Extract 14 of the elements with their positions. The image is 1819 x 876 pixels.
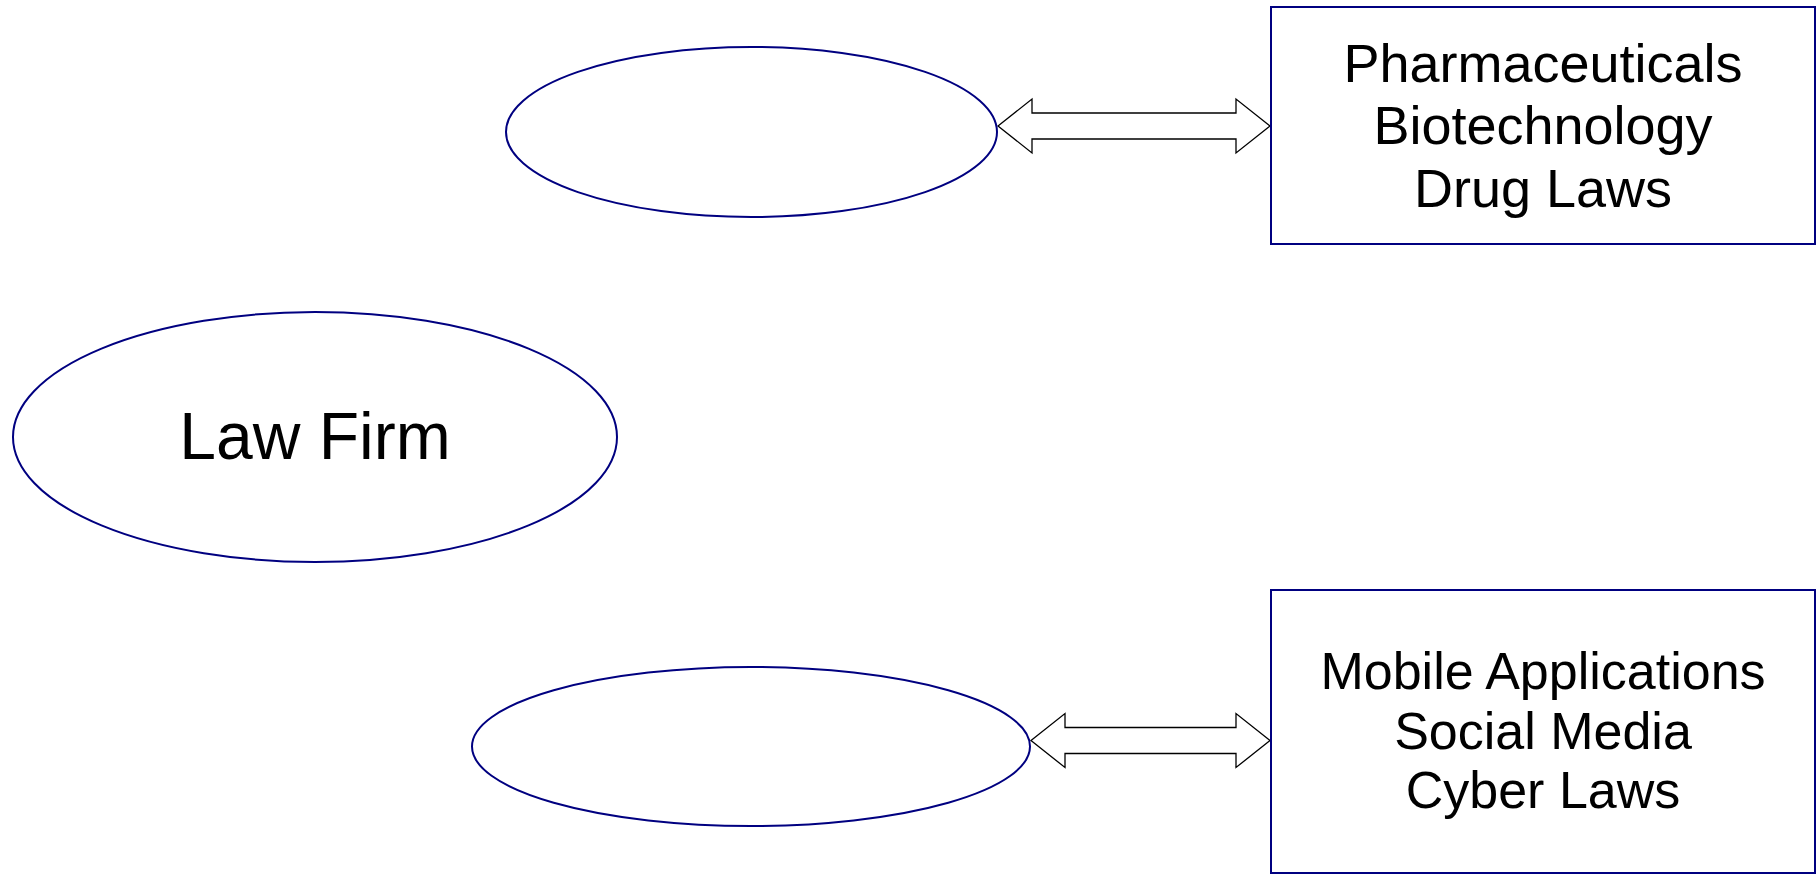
ellipse-shape	[471, 666, 1031, 827]
ellipse-shape	[505, 46, 998, 218]
list-item: Mobile Applications	[1320, 641, 1766, 702]
list-item: Biotechnology	[1373, 94, 1713, 157]
text-box	[1270, 6, 1816, 245]
list-item: Social Media	[1394, 701, 1692, 762]
double-arrow	[1029, 712, 1272, 769]
firm-label: Law Firm	[179, 399, 451, 475]
ellipse-shape	[12, 311, 618, 563]
list-item: Pharmaceuticals	[1343, 32, 1743, 95]
text-box	[1270, 589, 1816, 874]
list-item: Cyber Laws	[1405, 761, 1681, 822]
double-arrow	[996, 97, 1272, 155]
list-item: Drug Laws	[1413, 156, 1673, 219]
